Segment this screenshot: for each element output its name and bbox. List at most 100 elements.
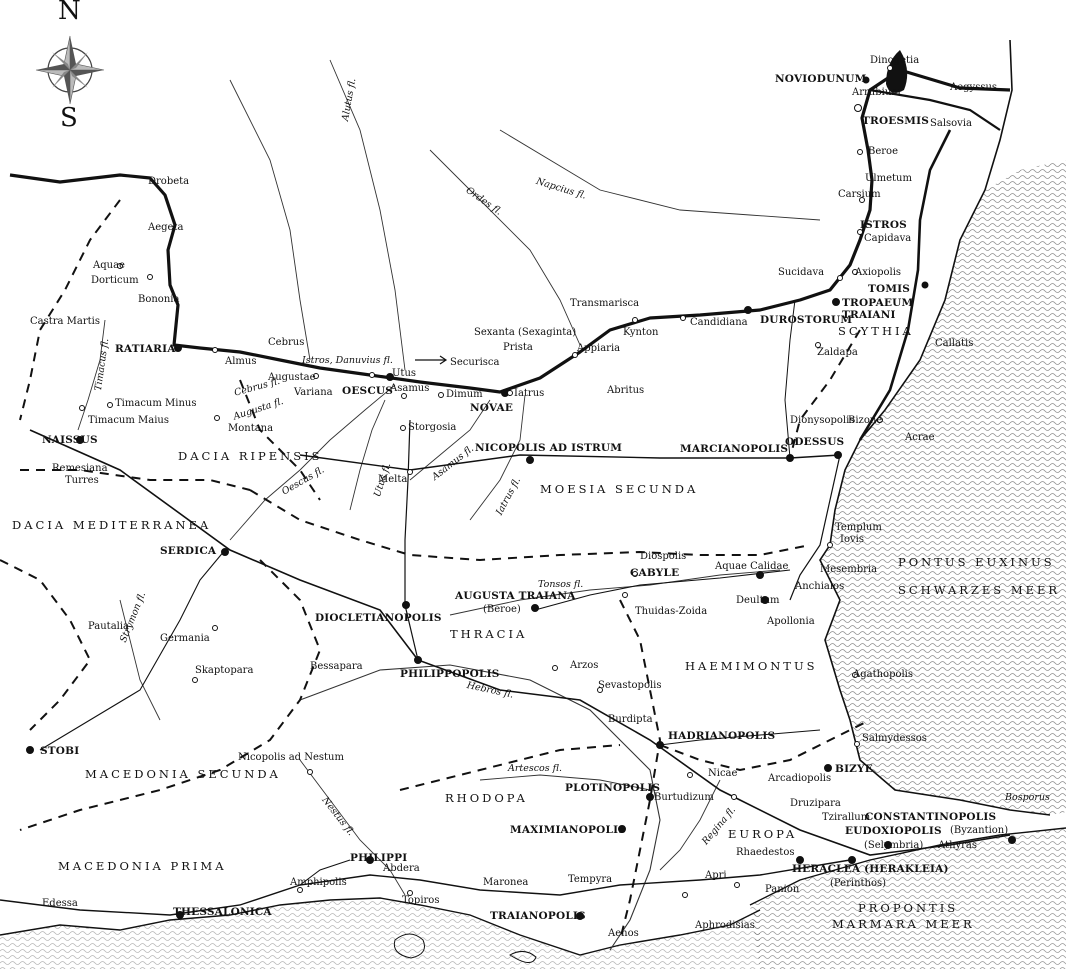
town-label-iatrus: Iatrus [514, 388, 545, 399]
city-label-plotinopolis: PLOTINOPOLIS [565, 782, 661, 794]
hadrianopolis-road [659, 729, 821, 746]
town-label-panion: Panion [765, 884, 800, 895]
hebros-river-line [299, 664, 661, 951]
town-label-arrubium: Arrubium [852, 87, 901, 98]
sea-label-marmara: MARMARA MEER [832, 917, 975, 931]
sea-label-bosporus: Bosporus [1005, 792, 1050, 803]
town-label-rhaedestos: Rhaedestos [736, 847, 795, 858]
philippi-road [299, 859, 351, 886]
city-label-serdica: SERDICA [160, 545, 217, 557]
town-label-skaptopara: Skaptopara [195, 665, 254, 676]
town-label-callatis: Callatis [935, 338, 974, 349]
compass-north-label: N [58, 0, 81, 26]
town-label-ulmetum: Ulmetum [865, 173, 912, 184]
town-label-capidava: Capidava [864, 233, 912, 244]
city-label-nicopolis-ad-istrum: NICOPOLIS AD ISTRUM [475, 442, 623, 454]
city-label-durostorum: DUROSTORUM [760, 314, 853, 326]
town-label-bizone: Bizone [848, 415, 883, 426]
transmarisca-road [784, 299, 796, 459]
region-label-scythia: SCYTHIA [838, 324, 914, 338]
cabyle-road [534, 569, 791, 611]
city-label-thessalonica: THESSALONICA [173, 906, 272, 918]
town-label-beroe-s: (Beroe) [483, 604, 521, 615]
town-label-dinogetia: Dinogetia [870, 55, 920, 66]
town-label-carsium: Carsium [838, 189, 881, 200]
tonsos-river-line [449, 569, 781, 616]
town-label-byzantion: (Byzantion) [950, 825, 1009, 836]
via-egnatia-road [0, 859, 851, 916]
sea-label-propontis: PROPONTIS [858, 901, 959, 915]
coastal-road [789, 454, 841, 601]
city-label-traiani: TRAIANI [842, 309, 896, 321]
city-label-philippi: PHILIPPI [350, 852, 408, 864]
town-label-mesembria: Mesembria [820, 564, 878, 575]
region-label-macedonia-prima: MACEDONIA PRIMA [58, 859, 227, 873]
town-label-abritus: Abritus [607, 385, 645, 396]
city-label-augusta-traiana: AUGUSTA TRAIANA [455, 590, 576, 602]
town-label-agathopolis: Agathopolis [853, 669, 914, 680]
city-label-eudoxiopolis: EUDOXIOPOLIS [845, 825, 942, 837]
town-label-melta: Melta [378, 474, 408, 485]
town-label-topiros: Topiros [402, 895, 440, 906]
black-sea-coastline [819, 39, 1051, 816]
napcius-river-line [499, 129, 821, 221]
ordes-river-line [429, 149, 581, 346]
strymon-river-line [119, 599, 161, 721]
town-label-aphrodisias: Aphrodisias [695, 920, 755, 931]
town-label-kynton: Kynton [623, 327, 659, 338]
town-label-turres: Turres [65, 475, 99, 486]
town-label-bononia: Bononia [138, 294, 180, 305]
town-label-securisca: Securisca [450, 357, 500, 368]
town-label-diospolis: Diospolis [640, 551, 687, 562]
town-label-transmarisca: Transmarisca [570, 298, 640, 309]
alutus-river-branch [329, 59, 406, 371]
city-label-diocletianopolis: DIOCLETIANOPOLIS [315, 612, 442, 624]
town-label-almus: Almus [225, 356, 257, 367]
black-sea-coast-hatching [820, 40, 1066, 815]
regina-river-line [659, 779, 721, 871]
sea-label-schwarzes: SCHWARZES MEER [898, 583, 1061, 597]
city-label-odessus: ODESSUS [785, 436, 845, 448]
town-label-augustae: Augustae [268, 372, 316, 383]
city-label-tomis: TOMIS [868, 283, 911, 295]
via-militaris-road [29, 429, 1011, 856]
iatrus-river-line [469, 394, 526, 521]
city-label-tropaeum: TROPAEUM [842, 297, 914, 309]
town-label-aquae: Aquae [93, 260, 125, 271]
town-label-nicopolis-ad-nestum: Nicopolis ad Nestum [238, 752, 344, 763]
town-markers [79, 65, 893, 898]
town-label-arzos: Arzos [570, 660, 599, 671]
moesia-road [299, 454, 841, 471]
town-label-aegeta: Aegeta [148, 222, 184, 233]
town-label-athyras: Athyras [938, 840, 978, 851]
town-label-timacum-maius: Timacum Maius [88, 415, 169, 426]
town-label-dimum: Dimum [446, 389, 483, 400]
city-label-naissus: NAISSUS [42, 434, 98, 446]
town-label-dionysopolis: Dionysopolis [790, 415, 855, 426]
town-label-drobeta: Drobeta [148, 176, 190, 187]
town-label-zaldapa: Zaldapa [817, 347, 858, 358]
propontis-hatching [750, 828, 1066, 969]
city-label-novae: NOVAE [470, 402, 514, 414]
town-label-tzirallum: Tzirallum [822, 812, 871, 823]
town-label-aquae-calidae: Aquae Calidae [715, 561, 789, 572]
town-label-iovis: Iovis [840, 534, 864, 545]
town-label-templum: Templum [835, 522, 882, 533]
danube-delta-arm [869, 88, 1001, 131]
region-label-macedonia-secunda: MACEDONIA SECUNDA [85, 767, 281, 781]
town-label-storgosia: Storgosia [408, 422, 457, 433]
region-label-rhodopa: RHODOPA [445, 791, 528, 805]
timacus-river-line [77, 319, 106, 431]
town-label-salmydessos: Salmydessos [862, 733, 927, 744]
town-label-prista: Prista [503, 342, 533, 353]
town-label-beroe-n: Beroe [868, 146, 898, 157]
town-label-selymbria: (Selymbria) [864, 840, 924, 851]
utus-river-line [349, 399, 386, 511]
town-label-aegyssus: Aegyssus [950, 82, 998, 93]
aegean-hatching [0, 898, 760, 969]
town-label-bessapara: Bessapara [310, 661, 363, 672]
town-label-tempyra: Tempyra [568, 874, 613, 885]
region-label-moesia-secunda: MOESIA SECUNDA [540, 482, 699, 496]
